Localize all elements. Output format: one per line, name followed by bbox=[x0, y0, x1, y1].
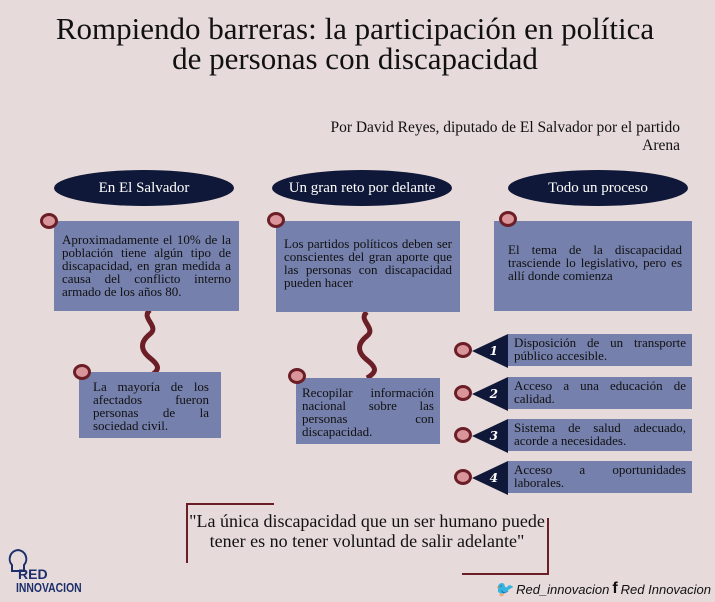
page-title: Rompiendo barreras: la participación en … bbox=[55, 11, 655, 76]
info-box: Recopilar información nacional sobre las… bbox=[296, 378, 440, 444]
circle-marker bbox=[73, 364, 91, 380]
quote-bracket bbox=[186, 503, 274, 505]
number-badge: 1 bbox=[472, 334, 508, 368]
heading-todo-proceso: Todo un proceso bbox=[508, 170, 688, 206]
circle-marker bbox=[288, 368, 306, 384]
circle-marker bbox=[454, 342, 472, 358]
twitter-icon: 🐦 bbox=[494, 581, 514, 598]
circle-marker bbox=[454, 469, 472, 485]
list-text: Disposición de un transporte público acc… bbox=[508, 334, 692, 366]
list-text: Acceso a oportunidades laborales. bbox=[508, 461, 692, 493]
social-links: 🐦 Red_innovacion f Red Innovacion bbox=[494, 580, 711, 598]
info-box: La mayoría de los afectados fueron perso… bbox=[79, 372, 221, 438]
heading-gran-reto: Un gran reto por delante bbox=[272, 170, 452, 206]
squiggle-connector bbox=[357, 310, 377, 380]
circle-marker bbox=[454, 427, 472, 443]
facebook-handle[interactable]: Red Innovacion bbox=[620, 581, 711, 597]
number-badge: 3 bbox=[472, 419, 508, 453]
logo-text: RED bbox=[18, 566, 48, 582]
facebook-icon: f bbox=[612, 580, 618, 597]
byline: Por David Reyes, diputado de El Salvador… bbox=[330, 119, 680, 154]
number-badge: 4 bbox=[472, 461, 508, 495]
info-box: Aproximadamente el 10% de la población t… bbox=[54, 221, 239, 311]
list-text: Acceso a una educación de calidad. bbox=[508, 377, 692, 409]
logo-text: INNOVACION bbox=[16, 580, 82, 595]
circle-marker bbox=[499, 211, 517, 227]
quote-bracket bbox=[462, 573, 549, 575]
circle-marker bbox=[267, 212, 285, 228]
quote-bracket bbox=[186, 503, 188, 563]
twitter-handle[interactable]: Red_innovacion bbox=[516, 581, 610, 597]
circle-marker bbox=[454, 385, 472, 401]
quote-bracket bbox=[547, 518, 549, 574]
squiggle-connector bbox=[140, 308, 160, 378]
heading-en-el-salvador: En El Salvador bbox=[54, 170, 234, 206]
number-badge: 2 bbox=[472, 377, 508, 411]
info-box: El tema de la discapacidad trasciende lo… bbox=[494, 221, 692, 311]
info-box: Los partidos políticos deben ser conscie… bbox=[276, 221, 460, 312]
logo: RED INNOVACION bbox=[6, 548, 96, 598]
circle-marker bbox=[40, 213, 58, 229]
list-text: Sistema de salud adecuado, acorde a nece… bbox=[508, 419, 692, 451]
lightbulb-icon bbox=[8, 548, 28, 572]
quote: "La única discapacidad que un ser humano… bbox=[189, 511, 545, 551]
